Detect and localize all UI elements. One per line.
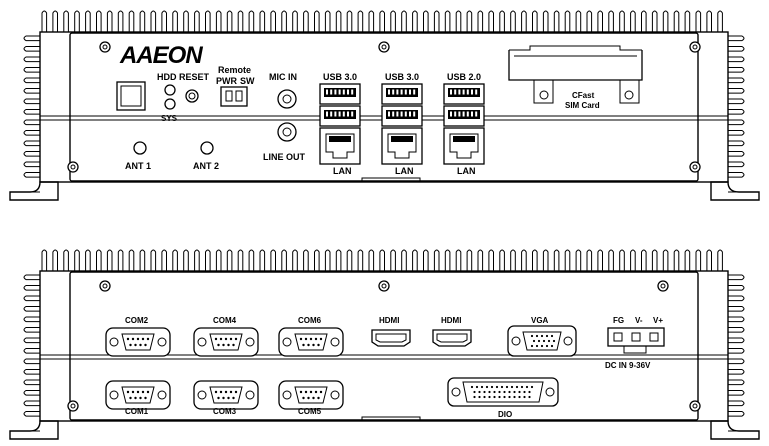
remote-label: Remote xyxy=(218,65,251,75)
sys-led xyxy=(164,98,176,110)
bracket-left xyxy=(9,420,59,440)
screw xyxy=(689,400,701,412)
rear-tab xyxy=(361,416,421,421)
hdd-led xyxy=(164,84,176,96)
sim-card-label: SIM Card xyxy=(565,101,600,110)
com-port[interactable] xyxy=(193,327,259,357)
rear-panel: COM2 COM4 COM6 COM1 COM3 COM5 HDMI HDMI … xyxy=(9,249,760,440)
screw xyxy=(99,280,111,292)
front-tab xyxy=(361,177,421,182)
usb-port[interactable] xyxy=(443,83,485,105)
hdmi-port[interactable] xyxy=(371,329,411,347)
lan-port[interactable] xyxy=(319,127,361,165)
lan-label: LAN xyxy=(457,166,476,176)
dc-in-label: DC IN 9-36V xyxy=(605,361,651,370)
com3-label: COM3 xyxy=(213,407,237,416)
lan-port[interactable] xyxy=(443,127,485,165)
usb-label: USB 2.0 xyxy=(447,72,481,82)
com5-label: COM5 xyxy=(298,407,322,416)
usb-port[interactable] xyxy=(443,105,485,127)
sys-label: SYS xyxy=(161,114,178,123)
usb-label: USB 3.0 xyxy=(323,72,357,82)
antenna-1-port[interactable] xyxy=(133,141,147,155)
reset-label: RESET xyxy=(179,72,210,82)
front-housing xyxy=(39,31,729,183)
screw xyxy=(99,41,111,53)
com4-label: COM4 xyxy=(213,316,237,325)
bracket-right xyxy=(710,181,760,201)
lan-label: LAN xyxy=(333,166,352,176)
front-faceplate xyxy=(69,32,699,182)
usb-lan-ports xyxy=(319,83,485,165)
reset-button[interactable] xyxy=(185,89,199,103)
com6-label: COM6 xyxy=(298,316,322,325)
front-panel: AAEON HDD RESET Remote PWR SW SYS MIC IN… xyxy=(9,10,760,201)
screw xyxy=(657,280,669,292)
screw xyxy=(689,161,701,173)
com1-label: COM1 xyxy=(125,407,149,416)
screw xyxy=(378,41,390,53)
mic-in-jack[interactable] xyxy=(277,89,297,109)
line-out-jack[interactable] xyxy=(277,122,297,142)
antenna-2-port[interactable] xyxy=(200,141,214,155)
hdmi-label: HDMI xyxy=(379,316,399,325)
ant2-label: ANT 2 xyxy=(193,161,219,171)
power-button[interactable] xyxy=(116,81,146,111)
cfast-sim-slot[interactable] xyxy=(508,45,643,104)
com-port[interactable] xyxy=(105,380,171,410)
lan-label: LAN xyxy=(395,166,414,176)
remote-power-switch-connector[interactable] xyxy=(220,86,248,107)
v-plus-label: V+ xyxy=(653,316,663,325)
com-ports xyxy=(105,327,344,410)
screw xyxy=(67,161,79,173)
com2-label: COM2 xyxy=(125,316,149,325)
com-port[interactable] xyxy=(193,380,259,410)
vga-port[interactable] xyxy=(507,325,577,357)
screw xyxy=(689,41,701,53)
heatsink-fins-front xyxy=(23,10,745,178)
rear-faceplate xyxy=(69,271,699,421)
screw xyxy=(378,280,390,292)
mic-in-label: MIC IN xyxy=(269,72,297,82)
usb-port[interactable] xyxy=(319,105,361,127)
com-port[interactable] xyxy=(105,327,171,357)
screw xyxy=(67,400,79,412)
bracket-left xyxy=(9,181,59,201)
rear-housing xyxy=(39,270,729,422)
bracket-right xyxy=(710,420,760,440)
hdmi-label: HDMI xyxy=(441,316,461,325)
dc-in-terminal[interactable] xyxy=(607,327,665,354)
hdd-label: HDD xyxy=(157,72,177,82)
hdmi-port[interactable] xyxy=(432,329,472,347)
line-out-label: LINE OUT xyxy=(263,152,306,162)
brand-logo: AAEON xyxy=(119,42,203,69)
lan-port[interactable] xyxy=(381,127,423,165)
fg-label: FG xyxy=(613,316,624,325)
dio-port[interactable] xyxy=(447,377,559,407)
usb-port[interactable] xyxy=(319,83,361,105)
ant1-label: ANT 1 xyxy=(125,161,151,171)
com-port[interactable] xyxy=(278,380,344,410)
vga-label: VGA xyxy=(531,316,549,325)
v-minus-label: V- xyxy=(635,316,643,325)
usb-label: USB 3.0 xyxy=(385,72,419,82)
cfast-label: CFast xyxy=(572,91,595,100)
sw-label: SW xyxy=(240,76,255,86)
usb-port[interactable] xyxy=(381,105,423,127)
dio-label: DIO xyxy=(498,410,512,419)
pwr-label: PWR xyxy=(216,76,237,86)
usb-port[interactable] xyxy=(381,83,423,105)
heatsink-fins-rear xyxy=(23,249,745,417)
com-port[interactable] xyxy=(278,327,344,357)
